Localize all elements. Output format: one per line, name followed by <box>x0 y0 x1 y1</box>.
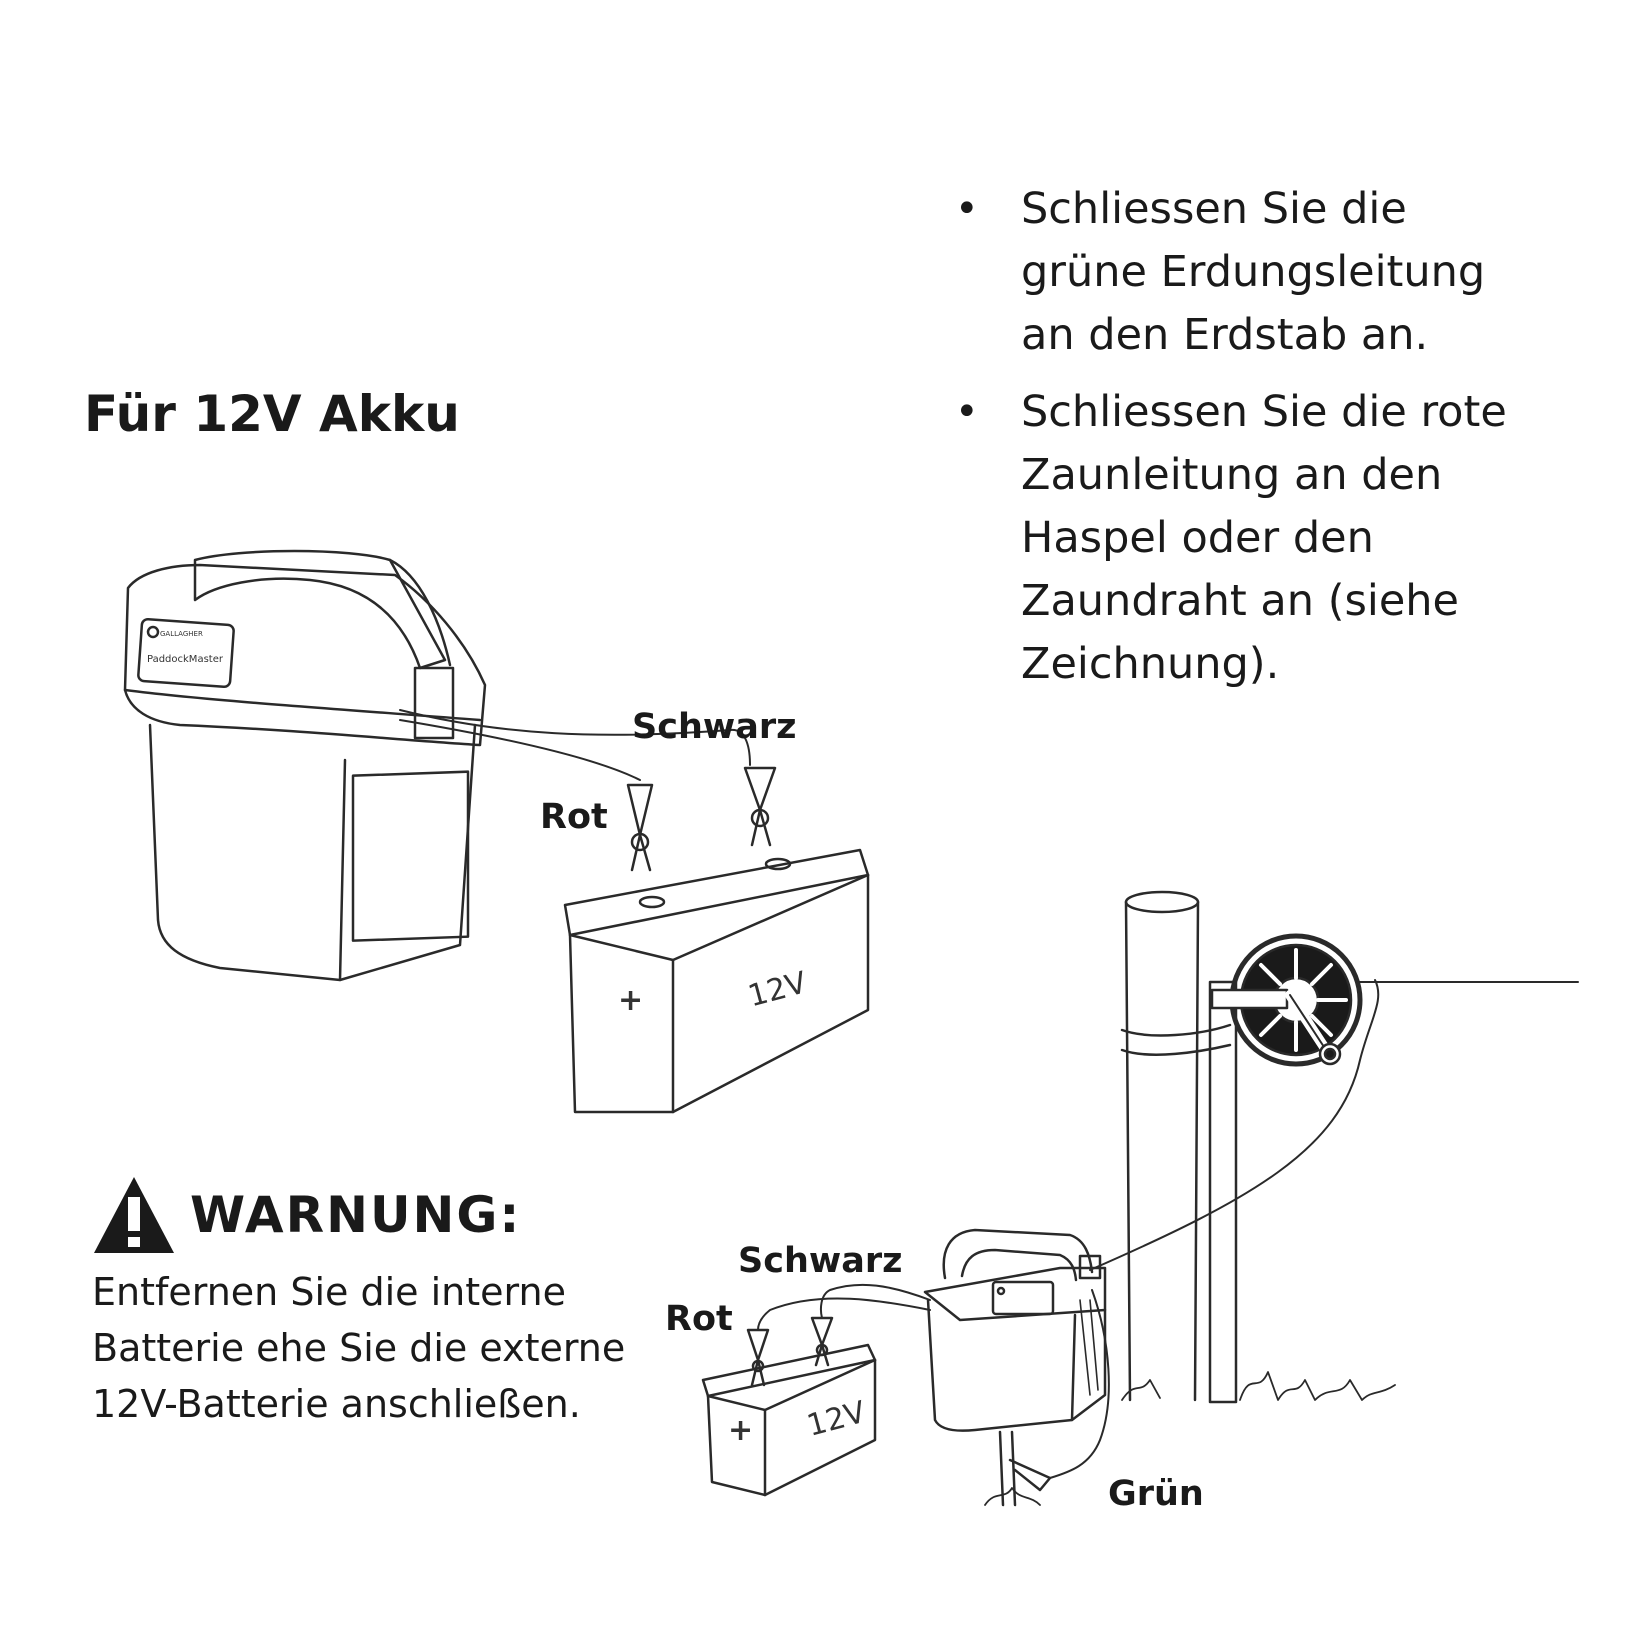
warning-text: Entfernen Sie die interne Batterie ehe S… <box>92 1270 626 1426</box>
page-title: Für 12V Akku <box>84 385 460 443</box>
svg-text:GALLAGHER: GALLAGHER <box>160 630 203 638</box>
label-schwarz-top: Schwarz <box>632 707 796 747</box>
wire-red-small <box>757 1297 931 1331</box>
label-schwarz-bottom: Schwarz <box>738 1241 902 1281</box>
battery-plus-label: + <box>618 983 643 1018</box>
instruction-item: • Schliessen Sie die rote Zaunleitung an… <box>955 381 1515 696</box>
battery-large <box>563 848 870 1114</box>
warning-heading: WARNUNG: <box>92 1175 521 1255</box>
grass <box>1121 1371 1396 1401</box>
ground-rod <box>998 1430 1017 1507</box>
clip-gruen <box>1008 1458 1052 1492</box>
instruction-text: Schliessen Sie die rote Zaunleitung an d… <box>1021 387 1507 689</box>
wire-red-fence <box>1089 979 1380 1271</box>
clip-black-small <box>810 1316 834 1367</box>
instruction-item: • Schliessen Sie die grüne Erdungsleitun… <box>955 178 1515 367</box>
instruction-list: • Schliessen Sie die grüne Erdungsleitun… <box>955 178 1515 710</box>
label-gruen: Grün <box>1108 1474 1204 1514</box>
warning-triangle-icon <box>94 1177 174 1253</box>
bullet-icon: • <box>955 389 979 435</box>
wire-black-small <box>820 1283 931 1319</box>
clip-red-top <box>626 783 654 872</box>
clip-black-top <box>743 766 777 847</box>
svg-text:PaddockMaster: PaddockMaster <box>147 654 224 665</box>
battery-voltage-label: 12V <box>745 965 811 1014</box>
label-rot-bottom: Rot <box>665 1299 733 1339</box>
reel-icon <box>1210 933 1363 1067</box>
wire-black-top <box>399 709 751 766</box>
clip-red-small <box>746 1328 770 1387</box>
battery-small-voltage-label: 12V <box>803 1395 869 1444</box>
battery-small-plus-label: + <box>728 1413 753 1448</box>
bullet-icon: • <box>955 186 979 232</box>
wire-green <box>1049 1289 1110 1479</box>
fence-post <box>1120 890 1238 1404</box>
battery-small <box>701 1343 877 1497</box>
warning-title: WARNUNG: <box>190 1186 522 1244</box>
wire-red-top <box>399 719 641 781</box>
instruction-text: Schliessen Sie die grüne Erdungsleitung … <box>1021 184 1486 360</box>
energizer-unit-small <box>923 1228 1107 1432</box>
energizer-unit-large: GALLAGHER PaddockMaster <box>123 549 487 982</box>
label-rot-top: Rot <box>540 797 608 837</box>
